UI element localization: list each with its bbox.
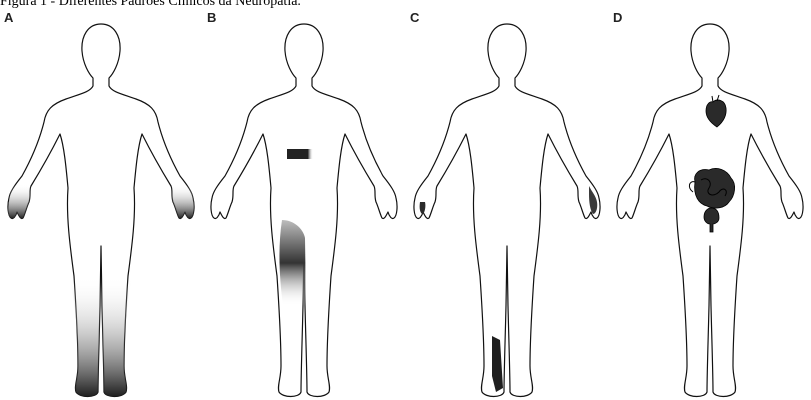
body-silhouette-c — [406, 6, 609, 400]
body-silhouette-d — [609, 6, 811, 400]
body-silhouette-b — [203, 6, 406, 400]
panel-b: B — [203, 6, 406, 400]
thigh-shading — [279, 220, 306, 306]
right-hand-shading — [171, 184, 194, 219]
body-silhouette-a — [0, 6, 203, 400]
panel-d: D — [609, 6, 811, 400]
panel-c: C — [406, 6, 609, 400]
panel-a: A — [0, 6, 203, 400]
left-hand-shading — [8, 184, 31, 219]
trunk-band-shading — [287, 149, 313, 159]
